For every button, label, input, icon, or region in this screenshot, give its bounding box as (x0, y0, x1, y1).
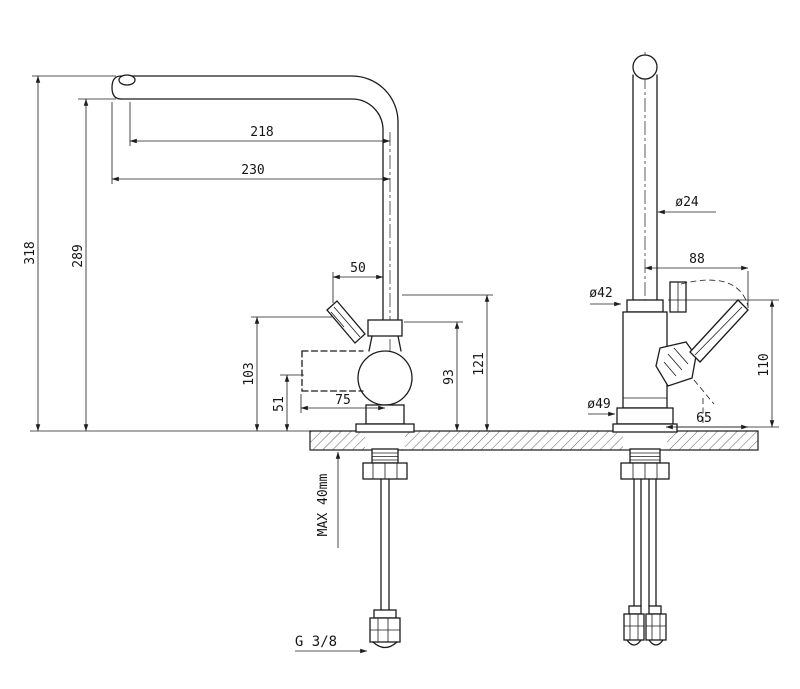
dim-121-label: 121 (472, 352, 487, 375)
hose-nut-1 (623, 613, 645, 641)
max-depth-label: MAX 40mm (316, 474, 331, 537)
body-collar-front (626, 299, 664, 313)
spout-outer (120, 75, 399, 321)
dimensions: 218 230 318 289 50 103 51 75 93 121 ø24 … (23, 75, 779, 654)
spout-tip (111, 75, 122, 100)
left-underdeck (362, 448, 408, 649)
dim-230-label: 230 (241, 163, 264, 178)
hose-collar (373, 609, 397, 619)
dim-75-label: 75 (335, 393, 351, 408)
handle-sweep-arc (680, 279, 749, 307)
handle-hidden-position (301, 350, 364, 392)
dim-88-label: 88 (689, 252, 705, 267)
countertop (309, 430, 759, 451)
base-ring-front (612, 423, 678, 433)
dim-93-label: 93 (442, 369, 457, 385)
dim-dia24-label: ø24 (675, 195, 699, 210)
right-shank-hole (623, 432, 667, 449)
spout-inner (120, 98, 384, 321)
right-underdeck (620, 448, 670, 646)
dim-dia49-label: ø49 (587, 397, 610, 412)
thread-size-label: G 3/8 (295, 634, 337, 650)
spout-top-cap (632, 54, 658, 80)
dim-51-label: 51 (272, 396, 287, 412)
front-view (612, 54, 749, 646)
dim-318-label: 318 (23, 241, 38, 264)
base-flange (355, 423, 415, 433)
threaded-shank (371, 448, 399, 464)
valve-body (357, 350, 413, 406)
dim-218-label: 218 (250, 125, 273, 140)
side-view (111, 74, 415, 649)
dim-65-label: 65 (696, 411, 712, 426)
body-collar (367, 319, 403, 337)
dim-50-label: 50 (350, 261, 366, 276)
dim-110-label: 110 (757, 353, 772, 376)
left-shank-hole (365, 432, 405, 449)
hose-nut-2 (645, 613, 667, 641)
handle-joint (655, 341, 697, 387)
handle-lever (326, 300, 366, 344)
base-front (616, 407, 674, 425)
dim-dia42-label: ø42 (589, 286, 612, 301)
dim-289-label: 289 (71, 244, 86, 267)
threaded-shank-front (629, 448, 661, 464)
aerator-cap (118, 74, 136, 86)
dim-103-label: 103 (242, 362, 257, 385)
